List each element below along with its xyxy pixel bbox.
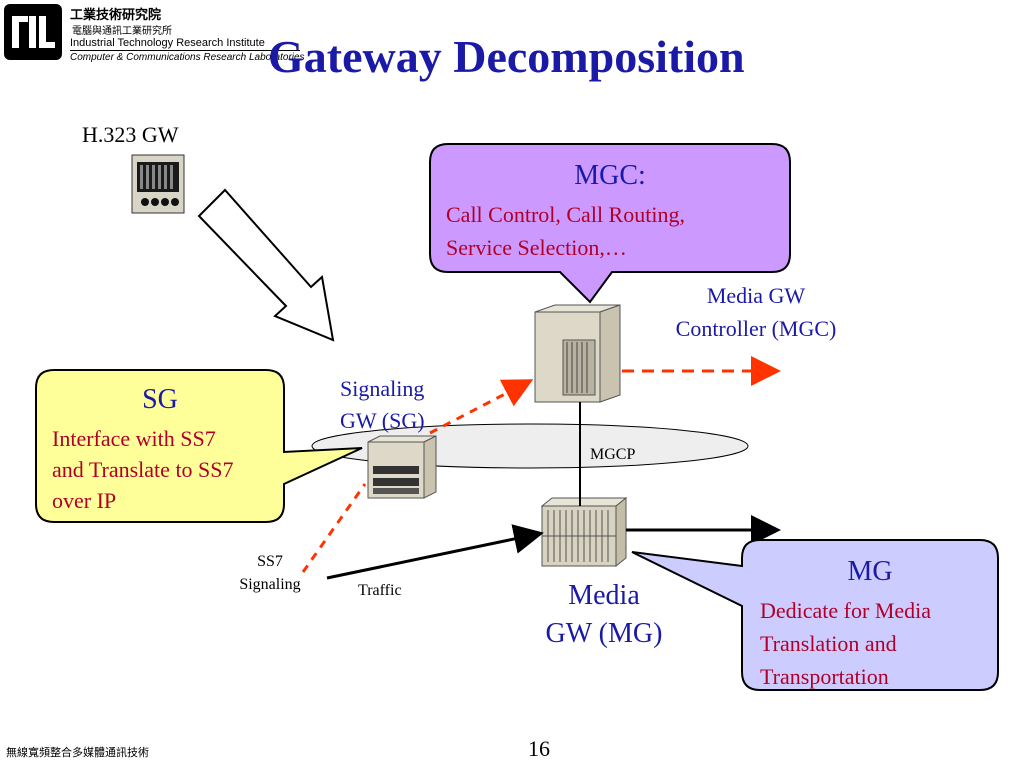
decomposition-arrow [197, 188, 335, 342]
sg-callout-bubble [35, 369, 363, 523]
org-lab-name: Computer & Communications Research Labor… [70, 52, 305, 63]
mgc-label-line1: Media GW [706, 283, 806, 308]
ss7-label-line2: Signaling [239, 576, 301, 593]
mgc-callout-line1: Call Control, Call Routing, [446, 202, 685, 227]
ss7-label-line1: SS7 [257, 553, 283, 570]
mgc-label-line2: Controller (MGC) [675, 316, 837, 341]
signaling-gw-label-line2: GW (SG) [340, 408, 425, 433]
org-subname-zh: 電腦與通訊工業研究所 [72, 26, 172, 37]
mgc-callout-line2: Service Selection,… [446, 235, 627, 260]
sg-callout-line2: and Translate to SS7 [52, 457, 234, 482]
ss7-signaling-link [301, 483, 367, 573]
itri-logo [4, 4, 62, 60]
mg-callout-line2: Translation and [760, 631, 897, 656]
page-number: 16 [528, 736, 550, 761]
mg-callout-line3: Transportation [760, 664, 889, 689]
mgc-server-icon [534, 304, 621, 403]
mg-label-line2: GW (MG) [545, 618, 663, 649]
traffic-label: Traffic [358, 582, 402, 599]
sg-callout-line1: Interface with SS7 [52, 426, 216, 451]
signaling-gw-label-line1: Signaling [340, 376, 425, 401]
slide-title: Gateway Decomposition [268, 31, 745, 82]
footer-course-title: 無線寬頻整合多媒體通訊技術 [6, 746, 149, 759]
sg-callout-line3: over IP [52, 488, 117, 513]
h323-gw-label: H.323 GW [82, 122, 179, 147]
mgc-callout-title: MGC: [574, 160, 646, 191]
sg-callout-title: SG [142, 384, 178, 415]
itri-logo-mark [12, 16, 55, 48]
mgcp-label: MGCP [590, 446, 636, 463]
traffic-arrow [326, 524, 544, 580]
sg-to-mgc-arrow [429, 379, 534, 435]
mg-callout-line1: Dedicate for Media [760, 598, 932, 623]
mgc-callout-bubble [429, 143, 791, 304]
h323-gateway-device-icon [131, 154, 185, 214]
sg-device-icon [367, 435, 437, 499]
mg-device-icon [540, 496, 628, 568]
mg-callout-title: MG [847, 556, 893, 587]
mg-label-line1: Media [568, 580, 640, 611]
org-name-zh: 工業技術研究院 [70, 8, 162, 23]
mg-callout-bubble [631, 539, 999, 691]
header-divider [70, 50, 300, 51]
org-name-en: Industrial Technology Research Institute [70, 37, 265, 49]
